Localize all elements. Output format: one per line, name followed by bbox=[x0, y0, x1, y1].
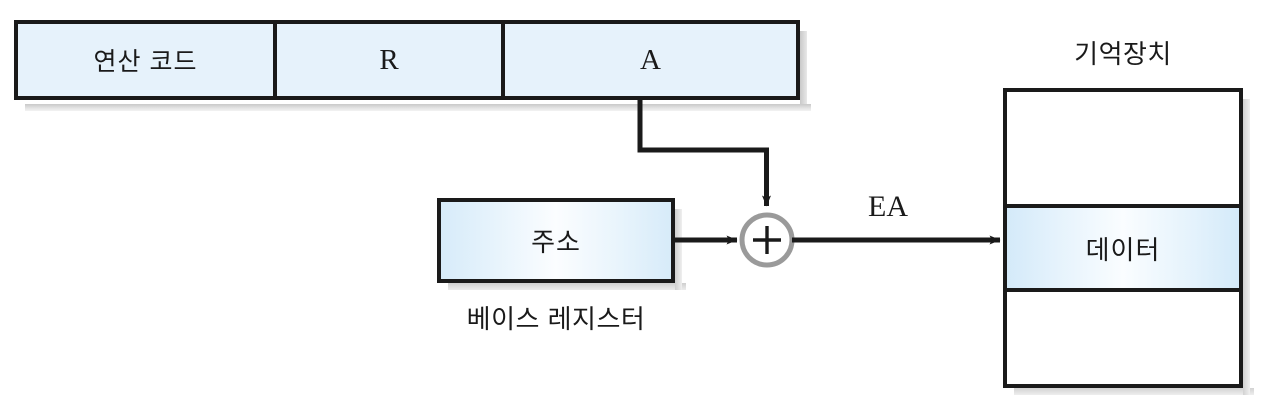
instruction-field-opcode-label: 연산 코드 bbox=[93, 48, 198, 76]
memory-title: 기억장치 bbox=[1074, 39, 1172, 69]
memory-row[interactable] bbox=[1007, 92, 1239, 204]
instruction-field-opcode[interactable]: 연산 코드 bbox=[18, 24, 273, 96]
base-register-shadow-right bbox=[675, 209, 682, 290]
base-register-value-label: 주소 bbox=[531, 227, 581, 257]
memory-row-data[interactable]: 데이터 bbox=[1007, 204, 1239, 288]
instruction-field-address[interactable]: A bbox=[501, 24, 796, 96]
memory-shadow-bottom bbox=[1014, 388, 1254, 395]
instruction-field-register[interactable]: R bbox=[273, 24, 501, 96]
base-register-shadow-bottom bbox=[448, 283, 686, 290]
memory-row[interactable] bbox=[1007, 288, 1239, 384]
adder-circle bbox=[739, 212, 795, 268]
instruction-word-box: 연산 코드 R A bbox=[14, 20, 811, 111]
memory-box: 데이터 bbox=[1003, 88, 1254, 395]
base-register-box[interactable]: 주소 bbox=[437, 198, 686, 290]
address-to-adder-line bbox=[637, 100, 771, 207]
instruction-word-shadow bbox=[800, 31, 807, 111]
memory-shadow-right bbox=[1243, 99, 1250, 395]
adder-plus-icon bbox=[753, 226, 781, 254]
effective-address-label: EA bbox=[868, 190, 908, 223]
instruction-field-address-label: A bbox=[640, 43, 661, 76]
memory-data-label: 데이터 bbox=[1085, 234, 1161, 265]
instruction-field-register-label: R bbox=[379, 43, 399, 76]
base-register-caption: 베이스 레지스터 bbox=[466, 304, 646, 334]
